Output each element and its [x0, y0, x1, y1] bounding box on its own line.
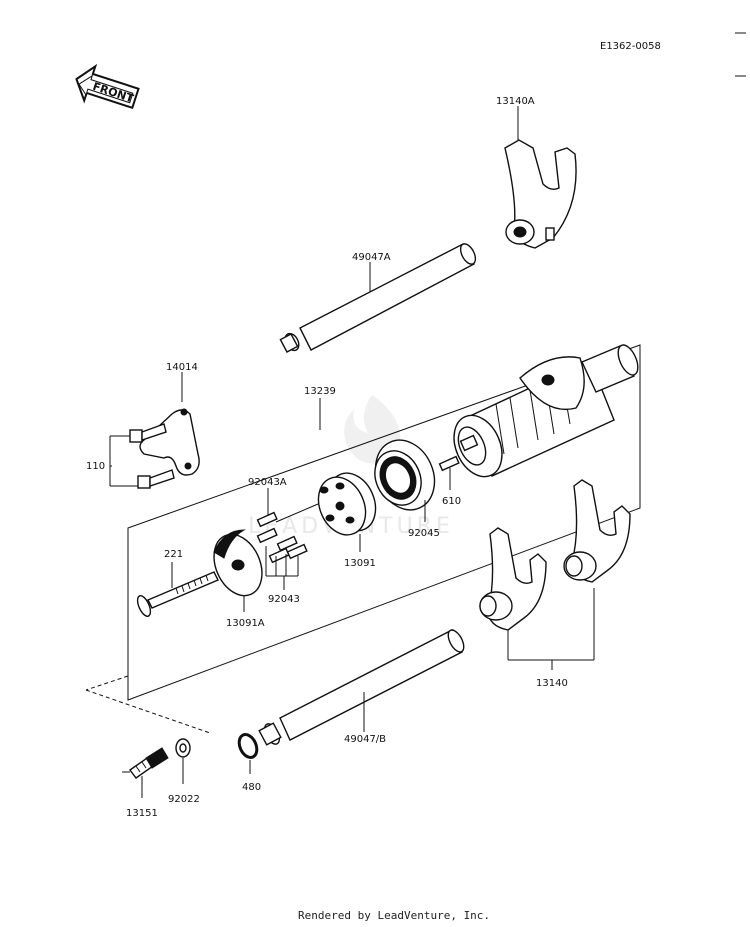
footer-credit: Rendered by LeadVenture, Inc.: [298, 909, 490, 922]
pins-92043: [256, 488, 319, 590]
label-110: 110: [86, 461, 105, 472]
bolts-110: [109, 423, 175, 489]
label-480: 480: [242, 782, 261, 793]
washer-92022: [175, 738, 191, 784]
label-92043A: 92043A: [248, 477, 287, 488]
label-49047B: 49047/B: [344, 734, 386, 745]
lead-dash-2: [85, 689, 211, 734]
stopper-lever-14014: [139, 372, 200, 476]
front-arrow-badge: FRONT: [75, 63, 140, 110]
label-49047A: 49047A: [352, 252, 391, 263]
label-13091: 13091: [344, 558, 376, 569]
label-92045: 92045: [408, 528, 440, 539]
circlip-480: [237, 733, 259, 774]
label-92043: 92043: [268, 594, 300, 605]
drawing-id: E1362-0058: [600, 41, 661, 52]
lead-dash-1: [85, 675, 129, 691]
shift-rod-49047A: [279, 243, 477, 353]
label-92022: 92022: [168, 794, 200, 805]
label-221: 221: [164, 549, 183, 560]
assembly-frame: [127, 344, 641, 701]
label-13239: 13239: [304, 386, 336, 397]
label-13091A: 13091A: [226, 618, 265, 629]
label-14014: 14014: [166, 362, 198, 373]
shift-fork-13140A: [504, 139, 577, 249]
label-610: 610: [442, 496, 461, 507]
pin-610: [438, 455, 460, 490]
neutral-switch-13151: [122, 747, 169, 798]
screw-221: [136, 562, 219, 617]
shift-drum: [453, 344, 639, 478]
bearing-92045: [374, 439, 436, 522]
cam-plate-13091A: [213, 529, 263, 612]
label-13151: 13151: [126, 808, 158, 819]
label-13140A: 13140A: [496, 96, 535, 107]
shift-rod-49047B: [258, 629, 465, 746]
shift-forks-13140: [479, 479, 631, 670]
label-13140: 13140: [536, 678, 568, 689]
drum-cam-13091: [317, 472, 377, 552]
